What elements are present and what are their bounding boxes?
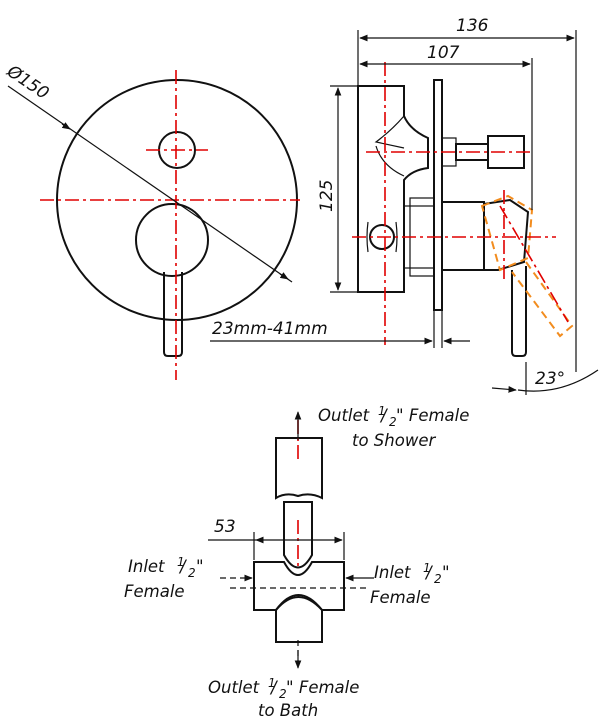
outlet-shower-label: Outlet 1 / 2 " Female to Shower [318,404,469,450]
rotated-handle-head [480,194,534,272]
svg-text:2: 2 [389,415,397,429]
diverter-body [253,561,345,611]
svg-text:/: / [178,557,188,576]
mixer-hub [135,203,209,277]
rotated-handle-lever [511,261,574,338]
svg-text:Inlet: Inlet [128,557,165,576]
svg-text:/: / [424,563,434,582]
diverter-detail: 53 Outlet 1 / 2 " Female to Shower Inlet… [124,404,469,720]
svg-text:2: 2 [279,687,287,701]
inner-channel [283,501,313,569]
side-view: 136 107 125 23mm-41mm 23° [210,16,599,395]
diameter-leader [7,85,293,283]
diverter-width-label: 53 [214,517,236,537]
mixer-lever [163,272,183,357]
depth-range-label: 23mm-41mm [212,319,328,339]
svg-text:/: / [379,406,389,425]
svg-text:": " [196,557,204,576]
valve-body [357,85,429,293]
wall-plate [433,79,443,311]
svg-text:1: 1 [423,561,431,575]
svg-text:1: 1 [268,676,276,690]
svg-text:2: 2 [188,566,196,580]
angle-label: 23° [535,369,565,389]
body-height-label: 125 [317,180,337,212]
bottom-outlet-pipe [275,596,323,643]
svg-text:Female: Female [370,588,431,607]
svg-text:": " [442,563,450,582]
inlet-left-label: Inlet 1 / 2 " Female [124,555,204,601]
svg-text:to Shower: to Shower [352,431,436,450]
svg-text:" Female: " Female [286,678,359,697]
svg-text:" Female: " Female [396,406,469,425]
outlet-bath-label: Outlet 1 / 2 " Female to Bath [208,676,359,720]
mixer-handle-head [483,198,530,271]
svg-text:1: 1 [378,404,386,418]
svg-text:Inlet: Inlet [374,563,411,582]
svg-text:Outlet: Outlet [208,678,260,697]
top-outlet-pipe [275,437,323,500]
mixer-handle-lever [511,266,527,357]
svg-text:Female: Female [124,582,185,601]
mixer-cartridge [442,201,485,271]
svg-text:2: 2 [434,572,442,586]
body-depth-label: 107 [427,43,460,63]
diameter-label: Ø150 [2,61,52,104]
svg-text:to Bath: to Bath [258,701,318,720]
svg-text:/: / [269,678,279,697]
overall-depth-label: 136 [456,16,489,36]
inlet-right-label: Inlet 1 / 2 " Female [370,561,450,607]
svg-text:Outlet: Outlet [318,406,370,425]
svg-text:1: 1 [177,555,185,569]
